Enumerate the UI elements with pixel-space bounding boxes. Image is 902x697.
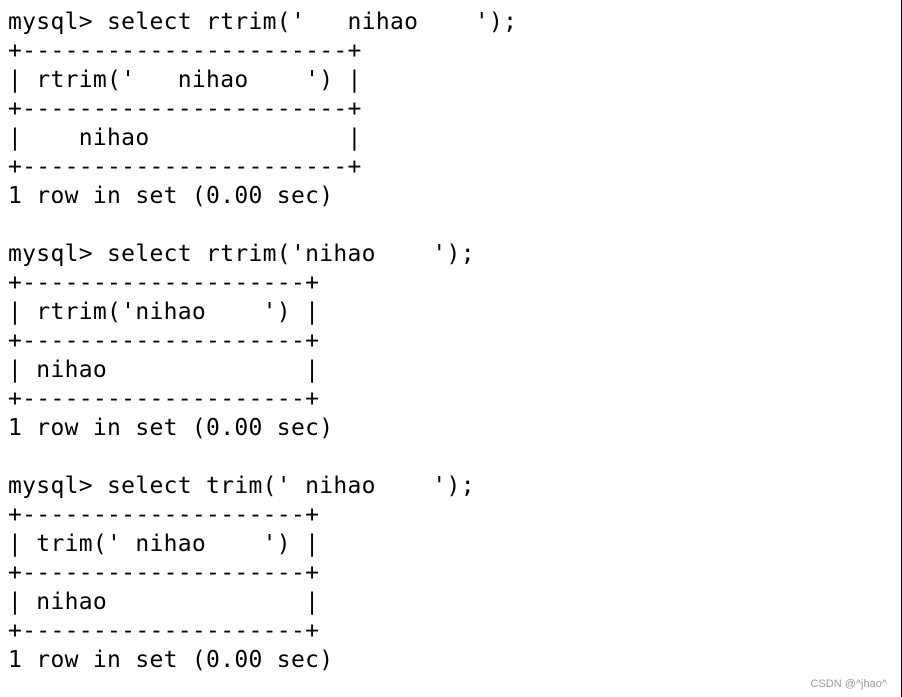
command-line: mysql> select rtrim('nihao ');: [8, 241, 475, 267]
table-border: +--------------------+: [8, 502, 320, 528]
table-border: +-----------------------+: [8, 38, 362, 64]
blank-line: [8, 443, 517, 472]
result-summary: 1 row in set (0.00 sec): [8, 415, 334, 441]
table-row: | nihao |: [8, 589, 320, 615]
table-header: | rtrim('nihao ') |: [8, 299, 320, 325]
table-border: +-----------------------+: [8, 154, 362, 180]
result-summary: 1 row in set (0.00 sec): [8, 183, 334, 209]
watermark: CSDN @^jhao^: [810, 678, 887, 690]
table-border: +-----------------------+: [8, 96, 362, 122]
table-row: | nihao |: [8, 357, 320, 383]
table-header: | rtrim(' nihao ') |: [8, 67, 362, 93]
table-header: | trim(' nihao ') |: [8, 531, 320, 557]
table-border: +--------------------+: [8, 560, 320, 586]
table-border: +--------------------+: [8, 270, 320, 296]
table-border: +--------------------+: [8, 386, 320, 412]
table-border: +--------------------+: [8, 328, 320, 354]
table-border: +--------------------+: [8, 618, 320, 644]
result-summary: 1 row in set (0.00 sec): [8, 647, 334, 673]
terminal-output: mysql> select rtrim(' nihao '); +-------…: [8, 8, 517, 675]
command-line: mysql> select rtrim(' nihao ');: [8, 9, 518, 35]
blank-line: [8, 211, 517, 240]
command-line: mysql> select trim(' nihao ');: [8, 473, 475, 499]
table-row: | nihao |: [8, 125, 362, 151]
